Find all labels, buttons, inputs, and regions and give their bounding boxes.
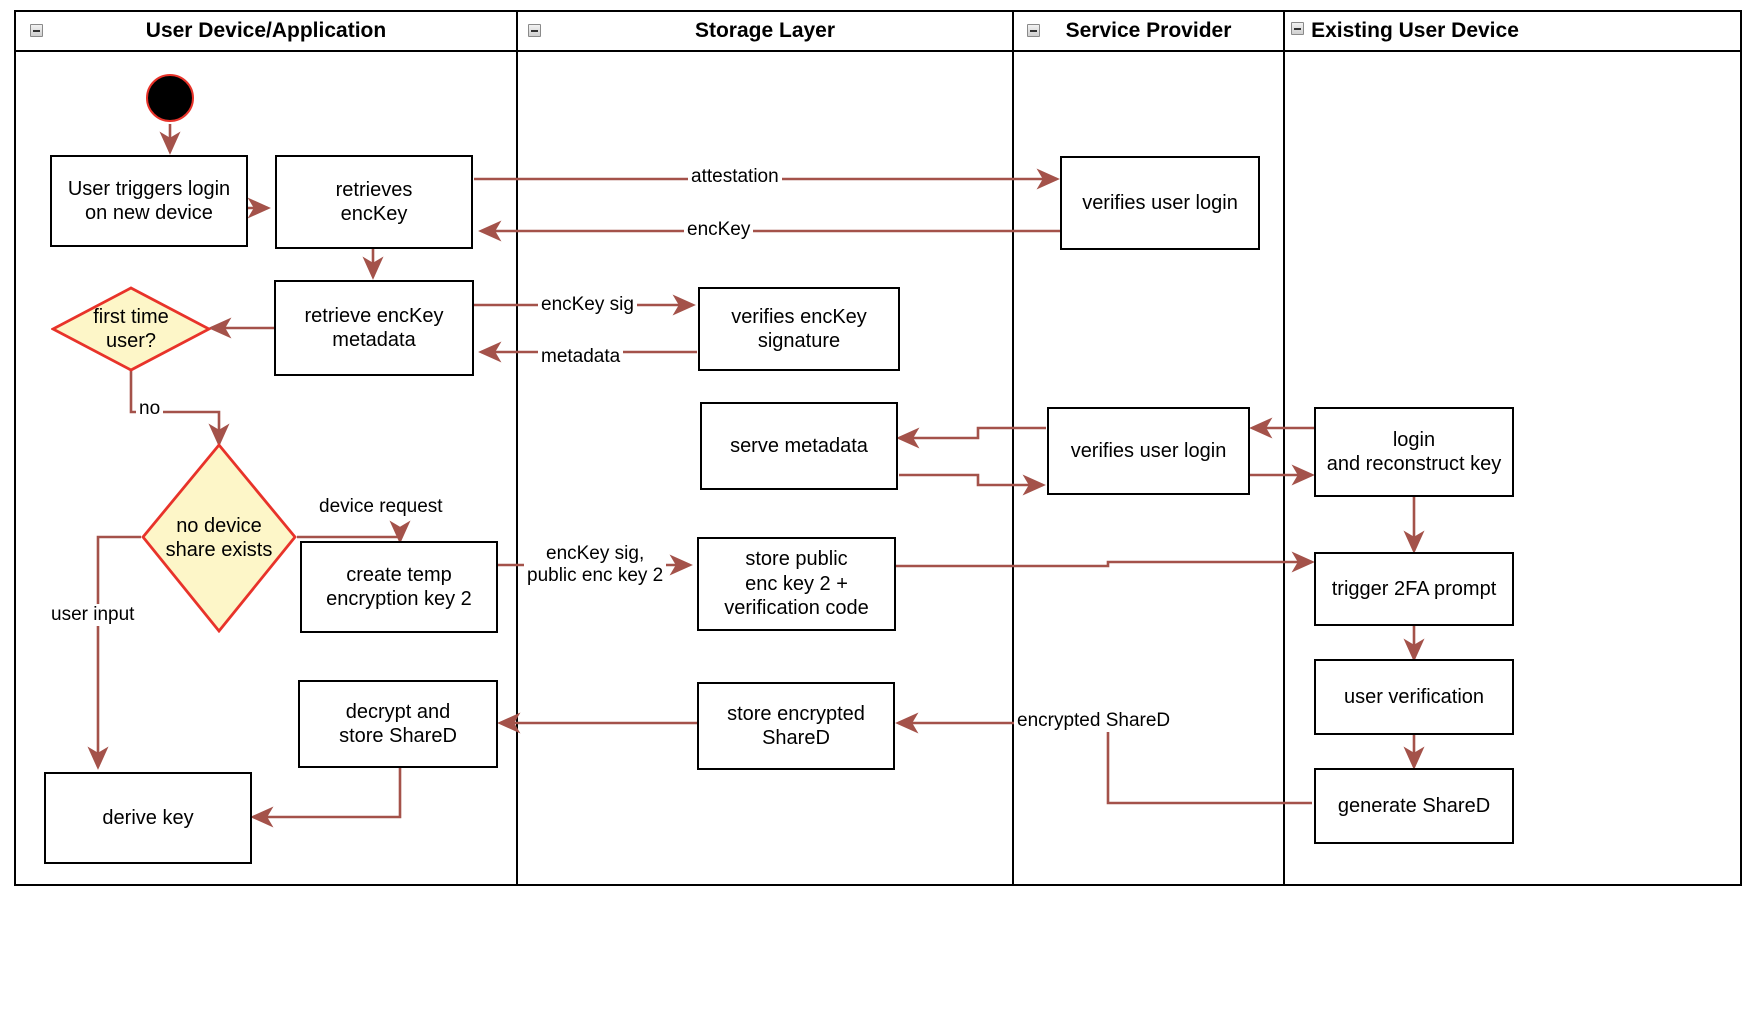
- collapse-minus-icon[interactable]: [1027, 24, 1040, 37]
- edge-label-enckey-sig-public-key-2: encKey sig, public enc key 2: [524, 543, 667, 588]
- collapse-minus-icon[interactable]: [1291, 22, 1304, 35]
- edge-label-user-input: user input: [48, 604, 138, 627]
- node-user-triggers-login[interactable]: User triggers login on new device: [50, 155, 248, 247]
- edge-label-enckey-sig: encKey sig: [538, 294, 637, 317]
- node-trigger-2fa-prompt[interactable]: trigger 2FA prompt: [1314, 552, 1514, 626]
- swimlane-header-row: [14, 10, 1742, 52]
- lane-title-storage: Storage Layer: [694, 19, 836, 42]
- node-verifies-user-login-1[interactable]: verifies user login: [1060, 156, 1260, 250]
- edge-label-enckey: encKey: [684, 219, 754, 242]
- node-generate-shared[interactable]: generate ShareD: [1314, 768, 1514, 844]
- edge-label-no: no: [136, 398, 164, 421]
- collapse-minus-icon[interactable]: [30, 24, 43, 37]
- node-derive-key[interactable]: derive key: [44, 772, 252, 864]
- lane-title-user-device: User Device/Application: [145, 19, 387, 42]
- edge-label-encrypted-shared: encrypted ShareD: [1014, 710, 1174, 733]
- node-serve-metadata[interactable]: serve metadata: [700, 402, 898, 490]
- node-retrieves-enckey[interactable]: retrieves encKey: [275, 155, 473, 249]
- node-verifies-enckey-signature[interactable]: verifies encKey signature: [698, 287, 900, 371]
- decision-first-time-user[interactable]: first time user?: [51, 286, 211, 372]
- lane-title-service: Service Provider: [1065, 19, 1232, 42]
- lane-title-existing: Existing User Device: [1311, 19, 1519, 42]
- node-store-encrypted-shared[interactable]: store encrypted ShareD: [697, 682, 895, 770]
- edge-label-metadata: metadata: [538, 346, 624, 369]
- node-user-verification[interactable]: user verification: [1314, 659, 1514, 735]
- decision-no-device-share[interactable]: no device share exists: [141, 443, 297, 633]
- lane-divider-2: [1012, 10, 1014, 886]
- lane-divider-3: [1283, 10, 1285, 886]
- node-verifies-user-login-2[interactable]: verifies user login: [1047, 407, 1250, 495]
- edge-label-attestation: attestation: [688, 166, 782, 189]
- lane-divider-1: [516, 10, 518, 886]
- node-create-temp-encryption-key-2[interactable]: create temp encryption key 2: [300, 541, 498, 633]
- node-retrieve-enckey-metadata[interactable]: retrieve encKey metadata: [274, 280, 474, 376]
- node-decrypt-and-store-shared[interactable]: decrypt and store ShareD: [298, 680, 498, 768]
- node-login-and-reconstruct-key[interactable]: login and reconstruct key: [1314, 407, 1514, 497]
- collapse-minus-icon[interactable]: [528, 24, 541, 37]
- initial-node[interactable]: [146, 74, 194, 122]
- edge-label-device-request: device request: [316, 496, 446, 519]
- node-store-public-enc-key-2[interactable]: store public enc key 2 + verification co…: [697, 537, 896, 631]
